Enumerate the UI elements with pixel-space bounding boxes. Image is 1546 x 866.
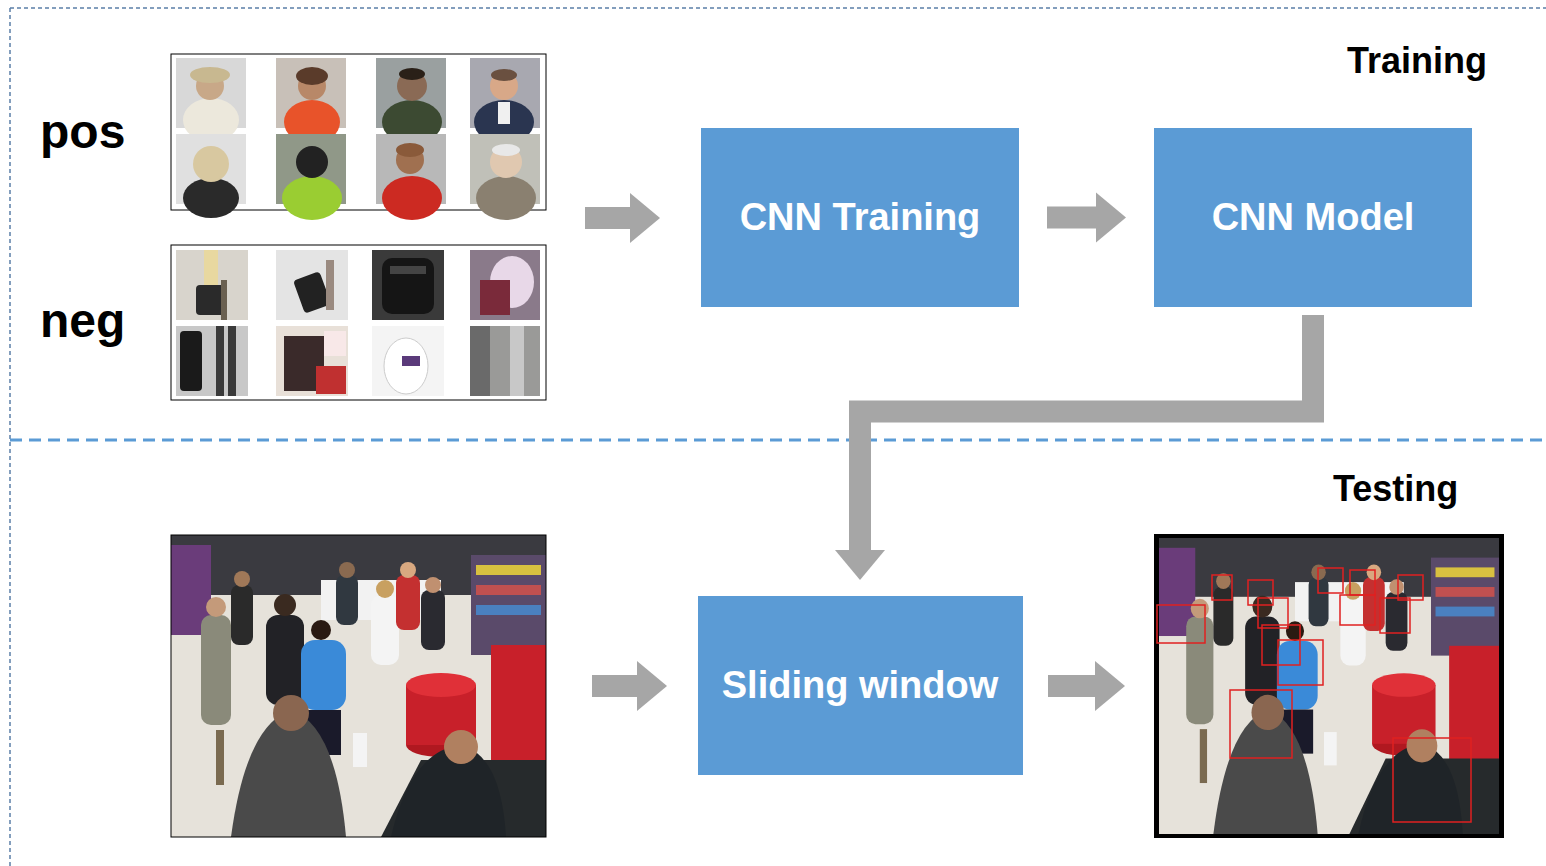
- connector-line: [860, 315, 1313, 552]
- outer-frame: [9, 8, 11, 866]
- process-box: CNN Model: [1154, 128, 1472, 307]
- detection-result-image: [1154, 534, 1504, 838]
- process-box: CNN Training: [701, 128, 1019, 307]
- negative-samples: [171, 245, 546, 400]
- phase-label: Testing: [1333, 468, 1458, 510]
- test-image: [171, 535, 546, 837]
- box-label: Sliding window: [708, 658, 1013, 713]
- box-label: CNN Training: [726, 190, 995, 245]
- arrowhead: [1096, 193, 1126, 243]
- sample-label: pos: [40, 104, 125, 159]
- arrowhead: [835, 550, 885, 580]
- positive-samples: [171, 54, 546, 220]
- flow-connector: [1047, 193, 1126, 243]
- sample-label: neg: [40, 293, 125, 348]
- process-box: Sliding window: [698, 596, 1023, 775]
- box-label: CNN Model: [1198, 190, 1429, 245]
- phase-label: Training: [1347, 40, 1487, 82]
- flow-connector: [835, 315, 1313, 580]
- divider-line: [10, 439, 1546, 442]
- outer-frame: [10, 7, 1546, 9]
- connector-line: [1047, 207, 1098, 229]
